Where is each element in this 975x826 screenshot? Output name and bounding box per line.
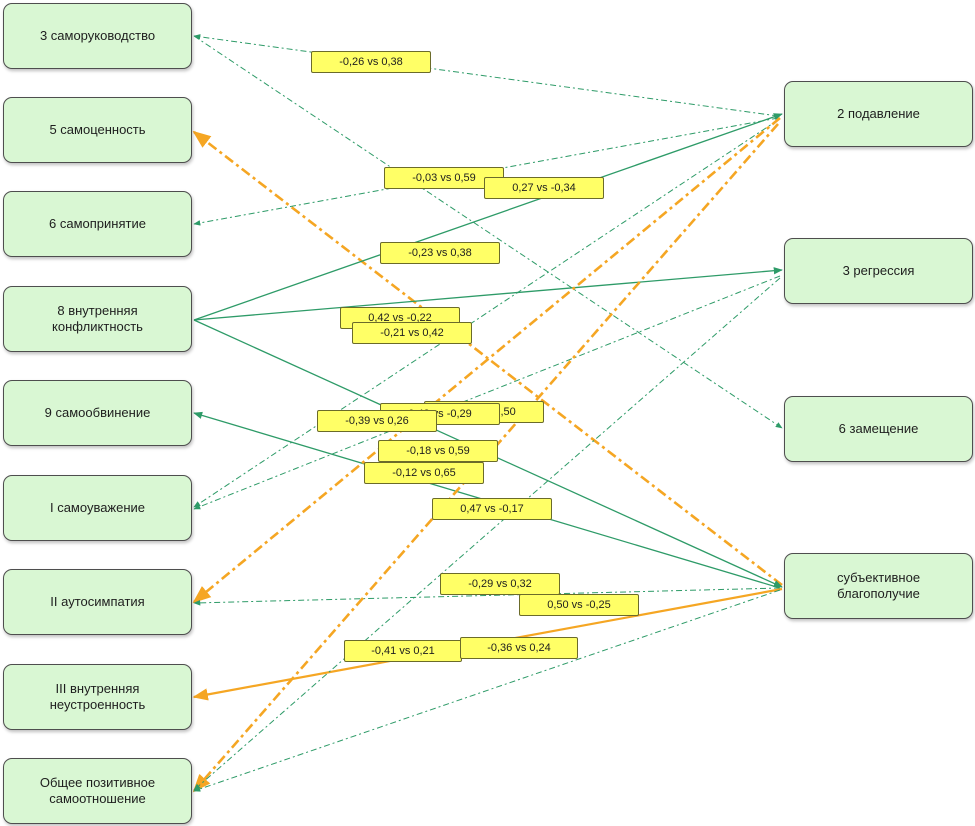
node-samoprinyatie: 6 самопринятие [3, 191, 192, 257]
edge-R1-L7 [192, 116, 781, 604]
edge-R4-L9 [193, 589, 781, 792]
edge-label: -0,39 vs 0,26 [317, 410, 437, 432]
edge-label: 0,47 vs -0,17 [432, 498, 552, 520]
node-subektivnoe-blagopoluchie: субъективное благополучие [784, 553, 973, 619]
edge-label: -0,36 vs 0,24 [460, 637, 578, 659]
node-samoobvinenie: 9 самообвинение [3, 380, 192, 446]
node-samocennost: 5 самоценность [3, 97, 192, 163]
edge-label: -0,21 vs 0,42 [352, 322, 472, 344]
node-samouvazhenie: I самоуважение [3, 475, 192, 541]
edge-label: 0,50 vs -0,25 [519, 594, 639, 616]
node-vnutrennyaya-konfliktnost: 8 внутренняя конфликтность [3, 286, 192, 352]
edge-label: 0,27 vs -0,34 [484, 177, 604, 199]
edge-L4-R1 [193, 113, 783, 321]
node-autosimpatiya: II аутосимпатия [3, 569, 192, 635]
edge-label: -0,18 vs 0,59 [378, 440, 498, 462]
node-podavlenie: 2 подавление [784, 81, 973, 147]
edge-label: -0,03 vs 0,59 [384, 167, 504, 189]
node-vnutrennyaya-neustroennost: III внутренняя неустроенность [3, 664, 192, 730]
edge-label: -0,12 vs 0,65 [364, 462, 484, 484]
node-regressiya: 3 регрессия [784, 238, 973, 304]
edge-R1-L6 [193, 119, 779, 508]
edge-L1-R3 [193, 35, 783, 429]
edge-label: -0,29 vs 0,32 [440, 573, 560, 595]
edge-R2-L9 [193, 277, 781, 791]
edge-label: -0,23 vs 0,38 [380, 242, 500, 264]
edge-R1-L1 [193, 34, 779, 117]
node-samorukovodstvo: 3 саморуководство [3, 3, 192, 69]
node-zameshchenie: 6 замещение [784, 396, 973, 462]
edge-L4-R2 [193, 267, 783, 321]
edge-label: -0,26 vs 0,38 [311, 51, 431, 73]
edge-label: -0,41 vs 0,21 [344, 640, 462, 662]
node-obshchee-pozitivnoe-samootnoshenie: Общее позитивное самоотношение [3, 758, 192, 824]
edge-R2-L6 [193, 275, 781, 510]
